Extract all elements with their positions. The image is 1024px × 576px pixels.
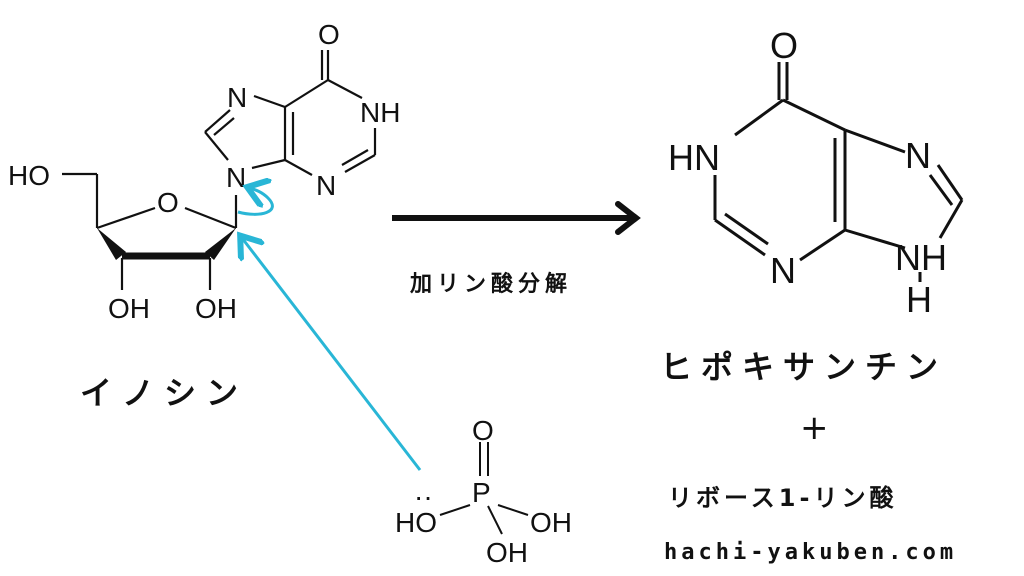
hx-atom-h: H	[906, 279, 932, 320]
phosphate-oh-bottom: OH	[486, 537, 528, 568]
plus-sign: +	[800, 408, 829, 448]
phosphate-o: O	[472, 415, 494, 446]
atom-n7: N	[227, 82, 247, 113]
inosine-label: イノシン	[80, 374, 249, 412]
lone-pair: ··	[414, 481, 433, 512]
phosphate-oh-right: OH	[530, 507, 572, 538]
hx-atom-nh: NH	[895, 237, 947, 278]
phosphate-structure	[439, 442, 529, 535]
hx-atom-hn: HN	[668, 137, 720, 178]
atom-oh-2: OH	[195, 293, 237, 324]
inosine-structure	[62, 50, 377, 290]
atom-n9: N	[226, 162, 246, 193]
watermark: hachi-yakuben.com	[664, 540, 958, 565]
atom-ho: HO	[8, 160, 50, 191]
hypoxanthine-label: ヒポキサンチン	[660, 348, 948, 386]
phosphate-ho: HO	[395, 507, 437, 538]
atom-ring-o: O	[157, 187, 179, 218]
ribose-1-phosphate-label: リボース1-リン酸	[668, 484, 898, 512]
hypoxanthine-structure	[713, 62, 964, 282]
electron-arrow-curved	[237, 188, 274, 216]
hx-atom-o: O	[770, 25, 798, 66]
phosphate-p: P	[472, 477, 491, 508]
atom-n3: N	[316, 170, 336, 201]
reaction-label: 加リン酸分解	[410, 272, 573, 297]
hx-atom-n7: N	[905, 135, 931, 176]
atom-oh-3: OH	[108, 293, 150, 324]
electron-arrow-attack	[242, 238, 422, 471]
atom-o: O	[318, 19, 340, 50]
atom-nh: NH	[360, 97, 400, 128]
hx-atom-n3: N	[770, 250, 796, 291]
